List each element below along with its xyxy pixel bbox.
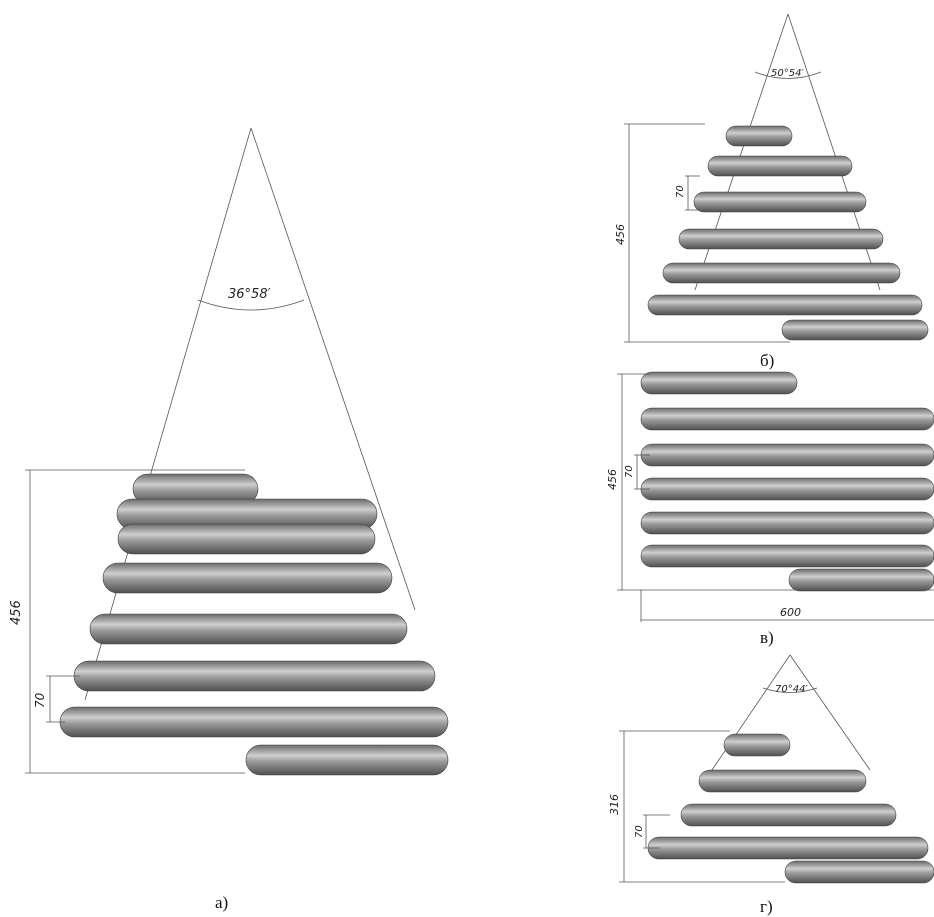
pitch-dimension-b	[685, 175, 700, 211]
coil-4	[102, 562, 393, 594]
coil-2	[640, 407, 934, 431]
height-label-g: 316	[608, 794, 621, 815]
panel-g: 70°44′ 316 70 г)	[608, 654, 934, 916]
caption-a: а)	[215, 893, 228, 912]
coil-2	[698, 769, 867, 793]
panel-b: 50°54′ 456 70 б)	[614, 13, 929, 370]
cone-outline-a	[84, 127, 416, 701]
coil-6	[640, 544, 934, 568]
pitch-label-b: 70	[675, 185, 686, 198]
coil-6	[73, 660, 436, 692]
coil-6	[647, 294, 923, 316]
coil-7	[781, 319, 929, 341]
coil-5	[784, 860, 934, 884]
spring-g	[647, 733, 934, 884]
coil-5	[640, 511, 934, 535]
coil-3	[117, 523, 376, 555]
width-dimension-v	[640, 590, 934, 622]
coil-2	[707, 155, 853, 177]
coil-7	[59, 706, 449, 738]
coil-4	[640, 477, 934, 501]
coil-4	[647, 836, 929, 860]
height-dimension-v	[617, 373, 934, 591]
angle-label-a: 36°58′	[228, 287, 271, 302]
pitch-dimension-v	[634, 454, 650, 490]
coil-5	[662, 262, 901, 284]
pitch-dimension-g	[643, 814, 670, 849]
angle-label-g: 70°44′	[775, 684, 808, 695]
panel-a: 36°58′ 456 70 а)	[9, 127, 449, 912]
height-label-v: 456	[606, 469, 619, 490]
coil-1	[723, 733, 791, 757]
caption-b: б)	[760, 351, 774, 370]
coil-5	[89, 613, 408, 645]
coil-1	[640, 371, 798, 395]
height-label-b: 456	[614, 224, 627, 245]
panel-v: 456 70 600 в)	[606, 371, 934, 647]
caption-v: в)	[760, 628, 774, 647]
pitch-label-g: 70	[634, 825, 645, 838]
height-dimension-g	[619, 730, 785, 883]
coil-4	[678, 228, 884, 250]
angle-label-b: 50°54′	[771, 68, 804, 79]
pitch-label-a: 70	[33, 692, 47, 708]
caption-g: г)	[760, 897, 773, 916]
spring-b	[647, 125, 929, 341]
coil-7	[788, 568, 934, 592]
coil-3	[640, 443, 934, 467]
spring-v	[640, 371, 934, 592]
cone-outline-g	[711, 654, 871, 771]
width-label-v: 600	[780, 606, 801, 619]
coil-3	[680, 803, 897, 827]
height-dimension-b	[624, 123, 790, 343]
coil-1	[725, 125, 793, 147]
pitch-label-v: 70	[624, 465, 635, 478]
spring-a	[59, 473, 449, 776]
height-dimension-a	[25, 469, 245, 774]
coil-3	[693, 191, 867, 213]
pitch-dimension-a	[46, 675, 80, 723]
height-label-a: 456	[9, 600, 24, 625]
coil-8	[245, 744, 449, 776]
